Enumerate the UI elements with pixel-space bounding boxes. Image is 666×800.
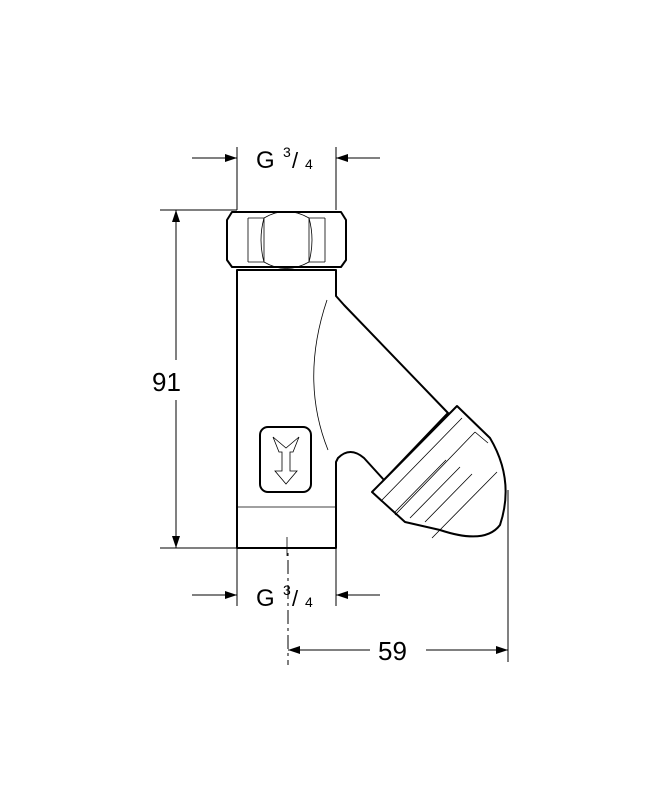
offset-dimension: 59 [287,490,509,666]
bottom-thread-den: 4 [305,594,313,610]
offset-value: 59 [378,636,407,666]
bottom-thread-num: 3 [283,582,291,598]
top-thread-dimension: G 3 / 4 [192,144,380,210]
bottom-thread-dimension: G 3 / 4 [192,548,380,612]
fraction-slash: / [292,148,299,173]
strainer-cap [371,405,507,539]
top-thread-prefix: G [256,147,275,174]
top-thread-den: 4 [305,156,313,172]
bottom-thread-prefix: G [256,585,275,612]
top-thread-num: 3 [283,144,291,160]
hex-nut [226,211,347,269]
height-dimension: 91 [152,209,237,549]
height-value: 91 [152,367,181,397]
flow-direction-icon [259,426,312,493]
fraction-slash: / [292,586,299,611]
